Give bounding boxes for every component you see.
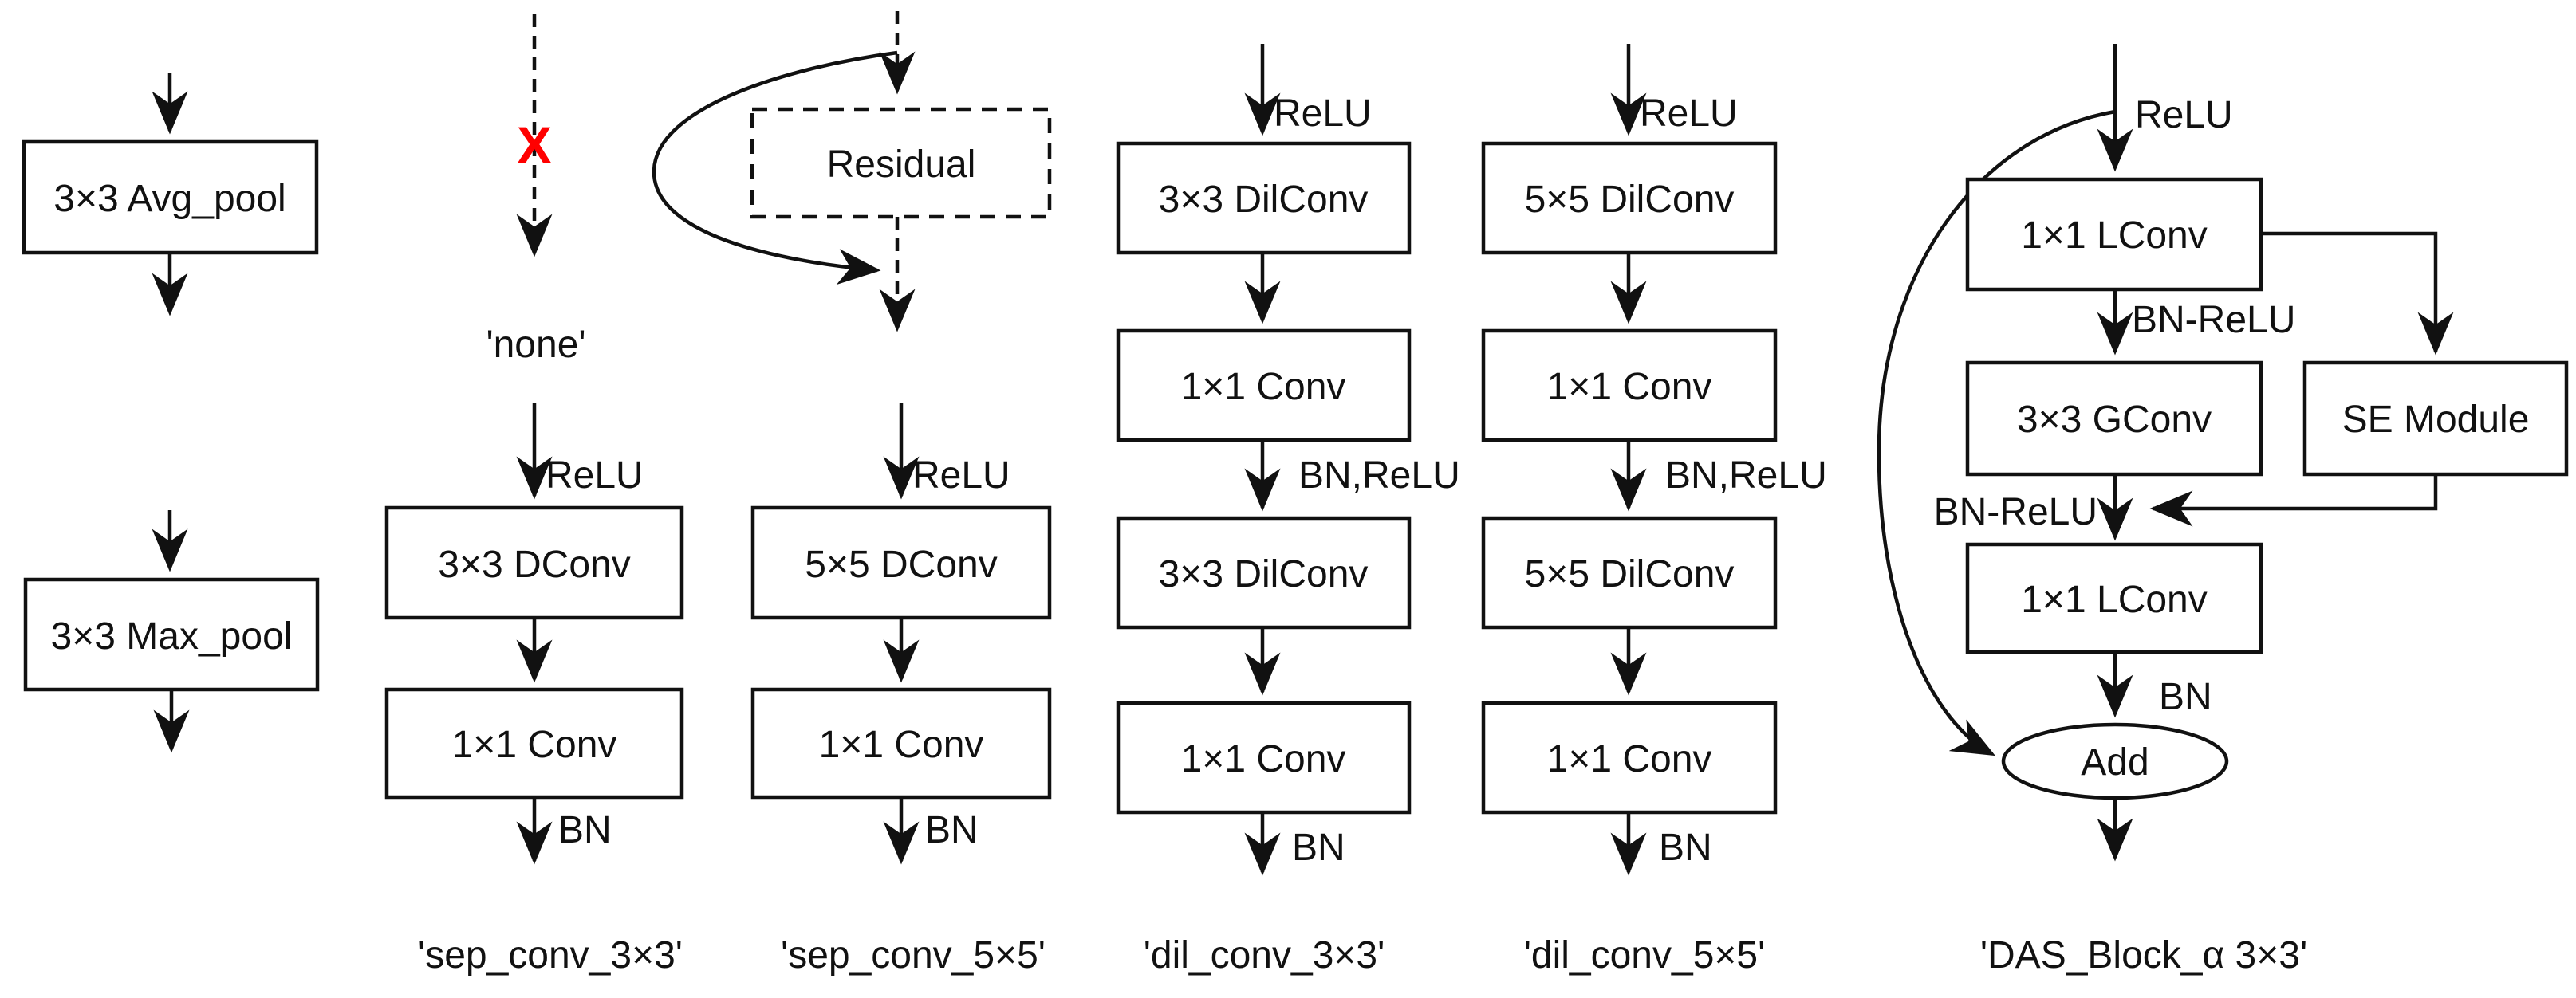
conv-label: 1×1 Conv (819, 724, 984, 766)
se-module-label: SE Module (2342, 399, 2530, 441)
op-none: X 'none' (486, 14, 586, 366)
op-dil-conv-5x5: ReLU 5×5 DilConv 1×1 Conv BN,ReLU 5×5 Di… (1481, 44, 1827, 976)
lconv-label-2: 1×1 LConv (2021, 579, 2208, 621)
lconv-label-1: 1×1 LConv (2021, 214, 2208, 257)
dilconv-label-1: 3×3 DilConv (1159, 179, 1369, 221)
op-residual: Residual (652, 11, 1052, 332)
op-sep-conv-5x5: ReLU 5×5 DConv 1×1 Conv BN 'sep_conv_5×5… (750, 403, 1052, 976)
conv-label-2: 1×1 Conv (1547, 738, 1712, 780)
op-avg-pool: 3×3 Avg_pool (22, 73, 319, 316)
dilconv-label-2: 3×3 DilConv (1159, 553, 1369, 595)
dilconv-label-1: 5×5 DilConv (1525, 179, 1735, 221)
add-label: Add (2081, 741, 2149, 784)
se-return-arrow (2149, 474, 2438, 527)
residual-label: Residual (827, 143, 976, 186)
op-name-dil-conv-5x5: 'dil_conv_5×5' (1524, 934, 1766, 976)
bn-annotation: BN (1659, 827, 1712, 869)
conv-label-1: 1×1 Conv (1181, 366, 1346, 408)
gconv-box (1965, 360, 2263, 477)
bn-relu-annotation: BN,ReLU (1665, 454, 1827, 497)
op-dil-conv-3x3: ReLU 3×3 DilConv 1×1 Conv BN,ReLU 3×3 Di… (1116, 44, 1460, 976)
dilconv-box-2 (1481, 516, 1778, 630)
dilconv-label-2: 5×5 DilConv (1525, 553, 1735, 595)
relu-annotation: ReLU (546, 454, 644, 497)
dconv-box (750, 505, 1052, 620)
dconv-box (384, 505, 684, 620)
relu-annotation: ReLU (912, 454, 1010, 497)
bn-annotation: BN (558, 809, 612, 851)
conv-box-2 (1481, 701, 1778, 815)
relu-annotation: ReLU (2135, 94, 2233, 136)
bn-relu-annotation: BN,ReLU (1298, 454, 1460, 497)
gconv-label: 3×3 GConv (2017, 399, 2212, 441)
bn-annotation: BN (925, 809, 979, 851)
max-pool-label: 3×3 Max_pool (51, 615, 293, 658)
residual-box (750, 107, 1052, 219)
conv-box-2 (1116, 701, 1412, 815)
max-pool-box (23, 577, 320, 692)
dconv-label: 3×3 DConv (438, 544, 630, 586)
bn-relu-annotation-2: BN-ReLU (1934, 491, 2097, 533)
op-name-dil-conv-3x3: 'dil_conv_3×3' (1144, 934, 1385, 976)
op-sep-conv-3x3: ReLU 3×3 DConv 1×1 Conv BN 'sep_conv_3×3… (384, 403, 684, 976)
op-name-sep-conv-5x5: 'sep_conv_5×5' (781, 934, 1046, 976)
conv-label: 1×1 Conv (452, 724, 617, 766)
relu-annotation: ReLU (1274, 92, 1372, 135)
bn-annotation: BN (1292, 827, 1345, 869)
branch-to-se-arrow (2261, 231, 2454, 356)
relu-annotation: ReLU (1640, 92, 1738, 135)
op-name-das-block: 'DAS_Block_α 3×3' (1980, 934, 2307, 976)
x-mark: X (517, 116, 552, 175)
dilconv-box-1 (1481, 141, 1778, 255)
op-name-sep-conv-3x3: 'sep_conv_3×3' (418, 934, 683, 976)
bn-relu-annotation-1: BN-ReLU (2132, 299, 2295, 341)
conv-label-2: 1×1 Conv (1181, 738, 1346, 780)
skip-connection-arc (652, 50, 898, 285)
conv-label-1: 1×1 Conv (1547, 366, 1712, 408)
conv-box (750, 687, 1052, 800)
op-das-block: ReLU 1×1 LConv BN-ReLU 3×3 GConv SE Modu… (1877, 44, 2569, 976)
op-name-none: 'none' (486, 324, 585, 366)
avg-pool-label: 3×3 Avg_pool (53, 178, 286, 220)
bn-annotation: BN (2159, 676, 2212, 718)
dconv-label: 5×5 DConv (805, 544, 997, 586)
op-max-pool: 3×3 Max_pool (23, 510, 320, 753)
skip-connection-arc (1877, 109, 2116, 756)
